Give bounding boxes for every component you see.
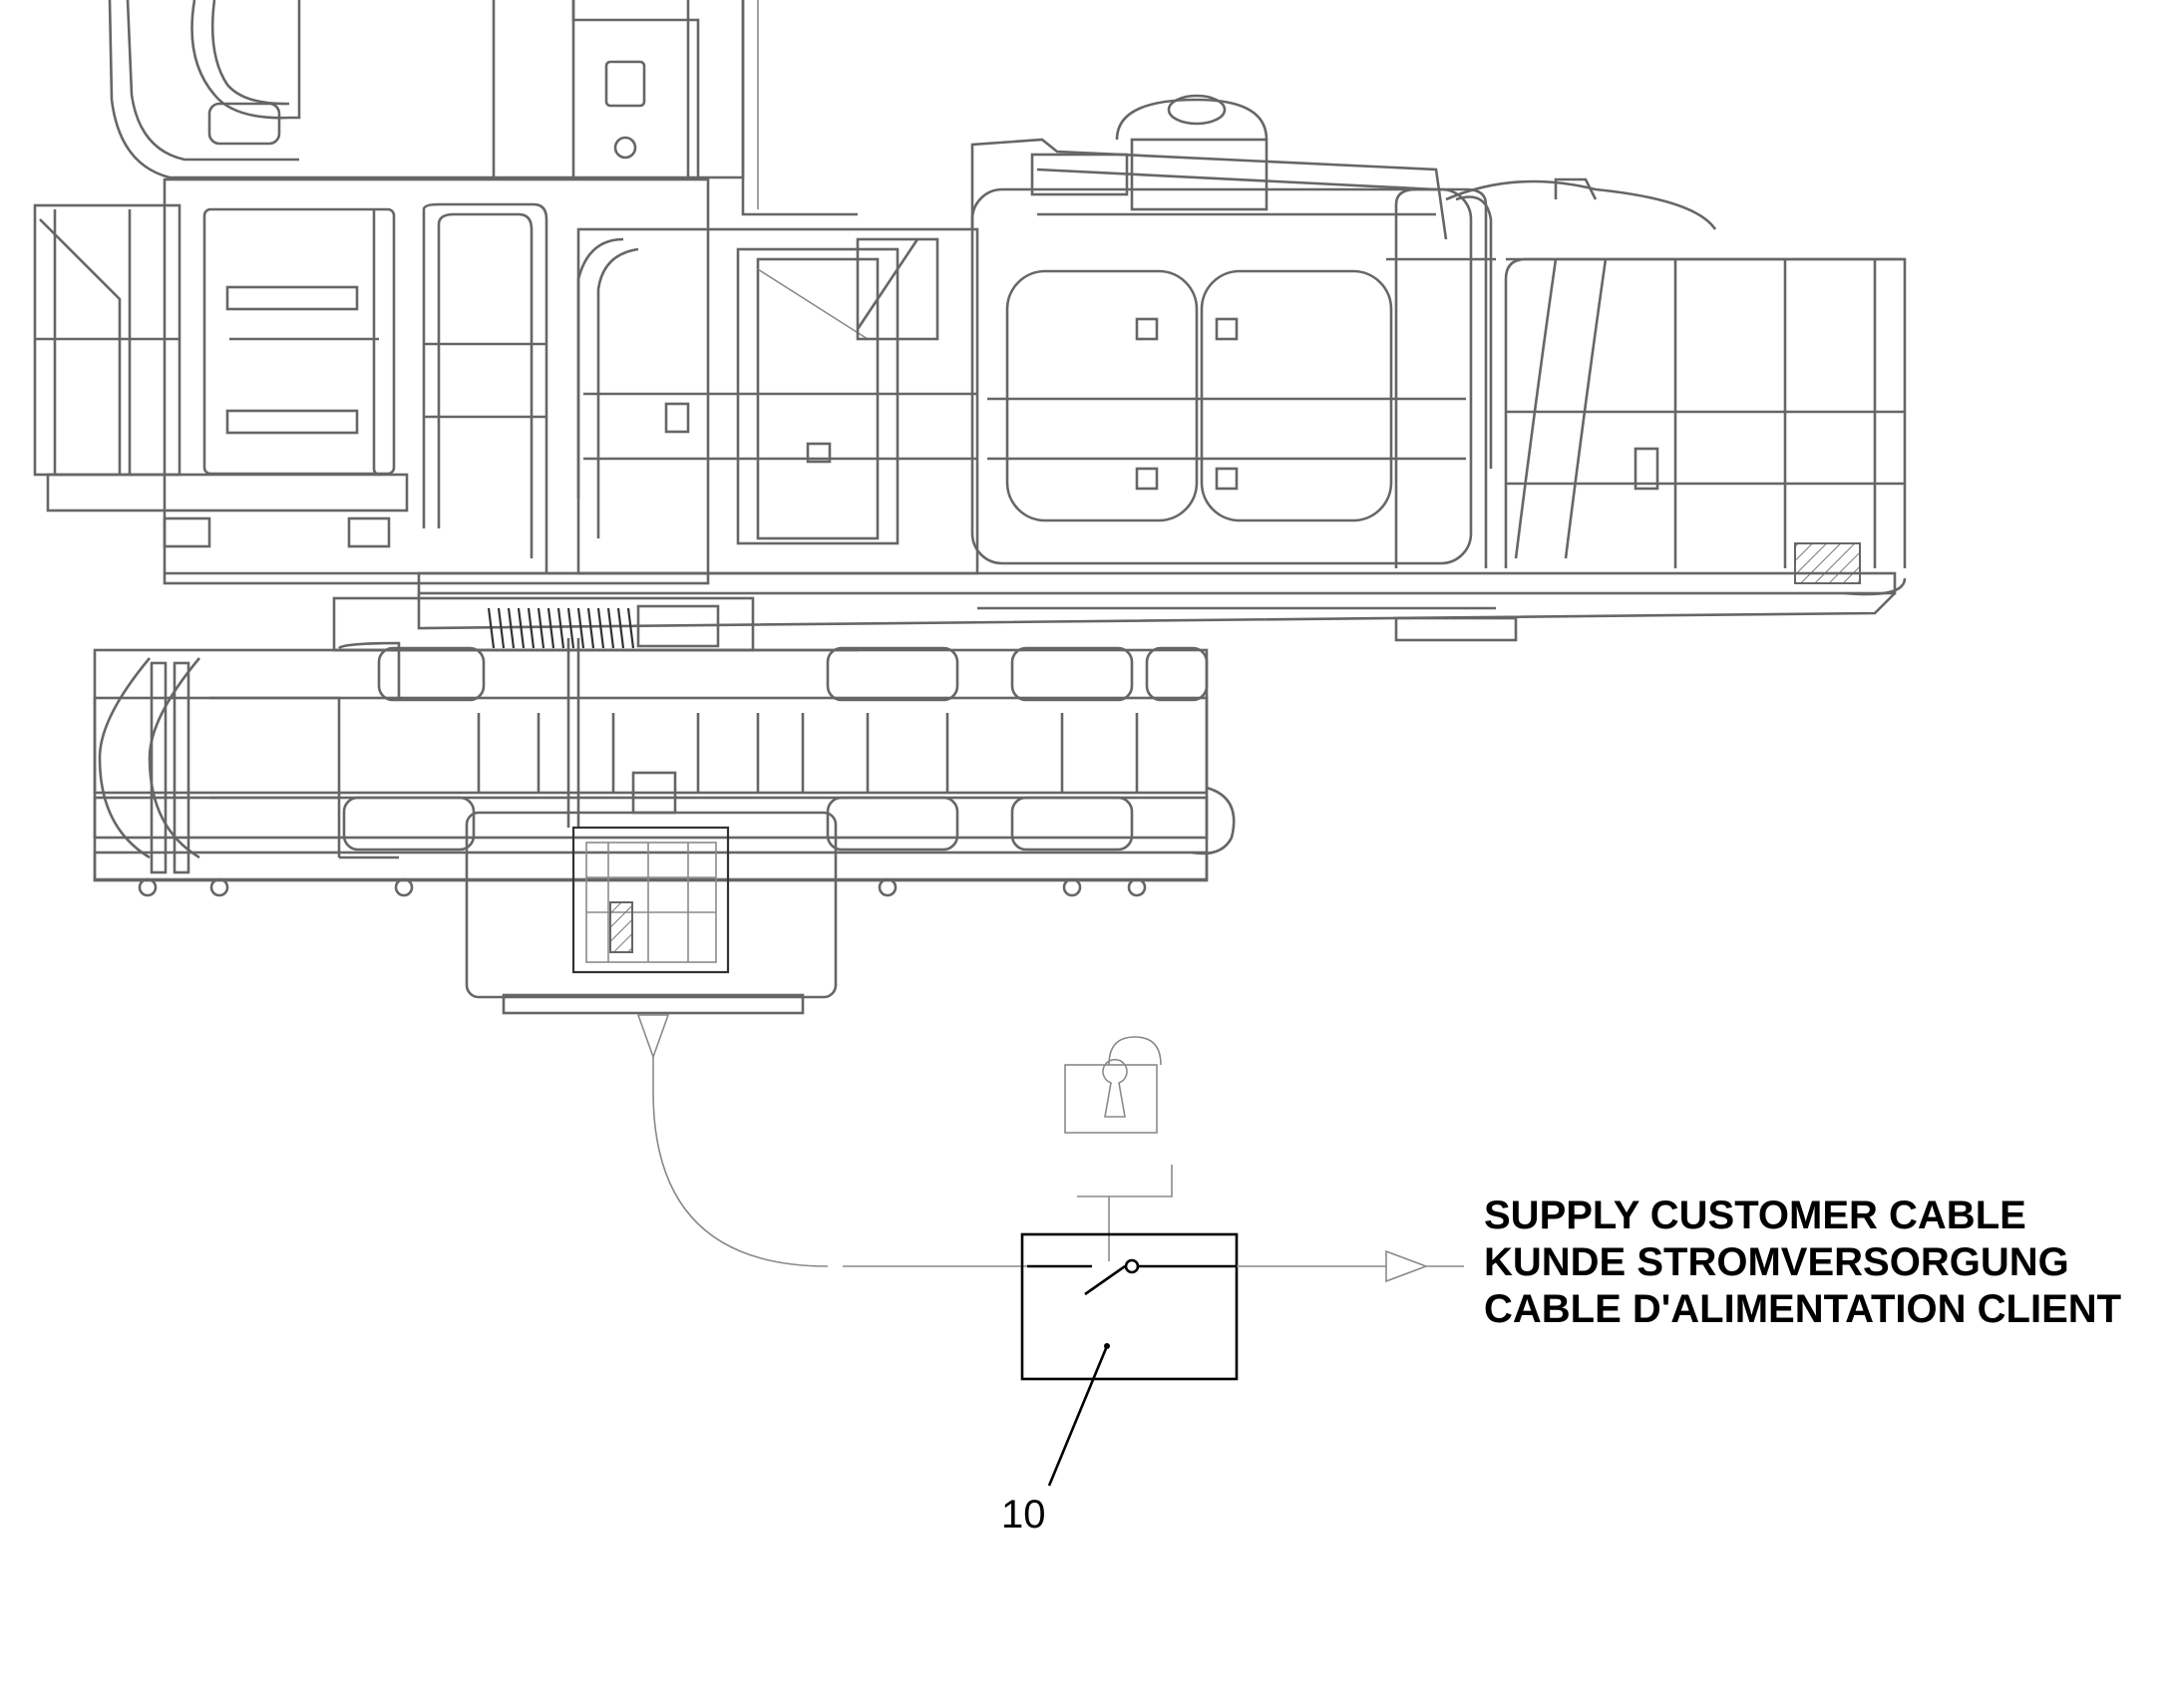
switch-contact: [1124, 1258, 1140, 1274]
callout-number: 10: [1001, 1493, 1046, 1537]
operator-cab: [108, 0, 858, 216]
callout-leader: [1047, 1345, 1109, 1487]
disconnect-switch-box: [1020, 1232, 1239, 1381]
supply-label-german: KUNDE STROMVERSORGUNG: [1484, 1240, 2069, 1284]
engine-cover: [970, 94, 1717, 240]
supply-cable-label: SUPPLY CUSTOMER CABLE KUNDE STROMVERSORG…: [1484, 1193, 2121, 1333]
rear-railing: [1386, 187, 1907, 584]
schematic: [636, 1014, 1464, 1487]
padlock-icon: [1064, 1036, 1162, 1134]
undercarriage: [93, 641, 1236, 897]
switch-blade: [1084, 1264, 1126, 1296]
left-platform: [33, 177, 710, 585]
supply-label-english: SUPPLY CUSTOMER CABLE: [1484, 1194, 2026, 1237]
cabinet-doors: [970, 187, 1473, 565]
arrow-triangle: [1385, 1249, 1429, 1283]
connector-triangle: [636, 1014, 670, 1060]
engine-housing: [576, 227, 979, 575]
electrical-swivel-box: [465, 771, 838, 1015]
main-deck: [417, 571, 1907, 642]
lock-linkage: [1077, 1165, 1173, 1197]
supply-label-french: CABLE D'ALIMENTATION CLIENT: [1484, 1287, 2122, 1331]
machine-drawing: [33, 0, 1907, 1015]
incoming-cable: [652, 1057, 829, 1267]
